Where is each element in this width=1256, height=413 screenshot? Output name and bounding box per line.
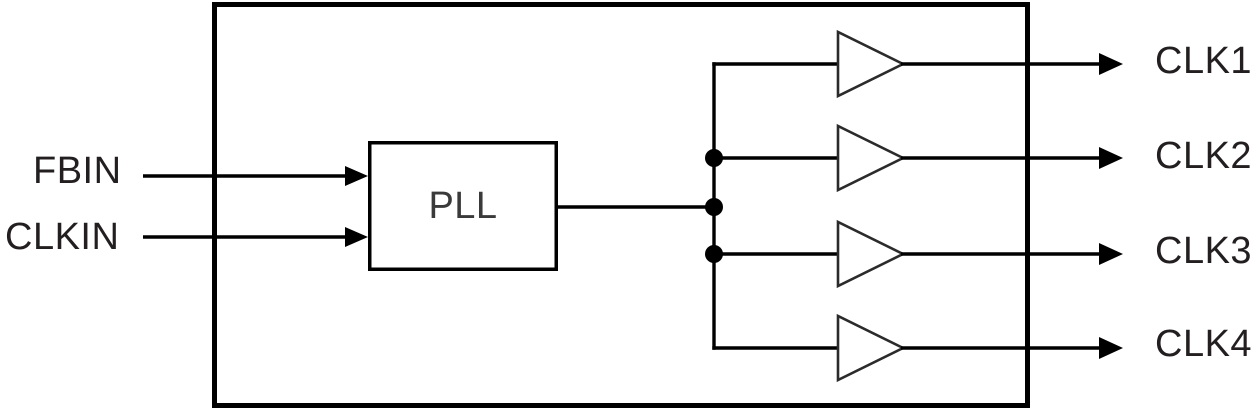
pll-block-group: PLL (368, 141, 558, 271)
input-fbin-group: FBIN (33, 150, 368, 192)
output-arrowhead-clk2 (1099, 147, 1123, 169)
output-clk2-group: CLK2 (901, 135, 1252, 177)
pll-block (368, 141, 558, 271)
junction-dot-clk2 (705, 149, 723, 167)
input-clkin-group: CLKIN (5, 216, 368, 258)
buffer-triangle-2 (836, 123, 906, 193)
output-label-clk4: CLK4 (1155, 323, 1252, 365)
output-clk1-group: CLK1 (901, 40, 1252, 82)
fbin-arrowhead (345, 166, 368, 186)
output-arrowhead-clk4 (1099, 337, 1123, 359)
output-clk3-group: CLK3 (901, 230, 1252, 272)
input-label-fbin: FBIN (33, 150, 122, 192)
buffer-triangle-4 (836, 313, 906, 383)
output-label-clk1: CLK1 (1155, 40, 1252, 82)
pll-block-label: PLL (428, 185, 497, 227)
device-boundary (212, 2, 1030, 408)
input-label-clkin: CLKIN (5, 216, 119, 258)
output-clk4-group: CLK4 (901, 323, 1252, 365)
output-label-clk2: CLK2 (1155, 135, 1252, 177)
junction-dot-pll-out (705, 198, 723, 216)
output-label-clk3: CLK3 (1155, 230, 1252, 272)
buffer-triangle-3 (836, 219, 906, 289)
junction-dot-clk3 (705, 245, 723, 263)
output-arrowhead-clk3 (1099, 243, 1123, 265)
buffer-triangle-1 (836, 29, 906, 99)
output-arrowhead-clk1 (1099, 53, 1123, 75)
clkin-arrowhead (345, 227, 368, 247)
